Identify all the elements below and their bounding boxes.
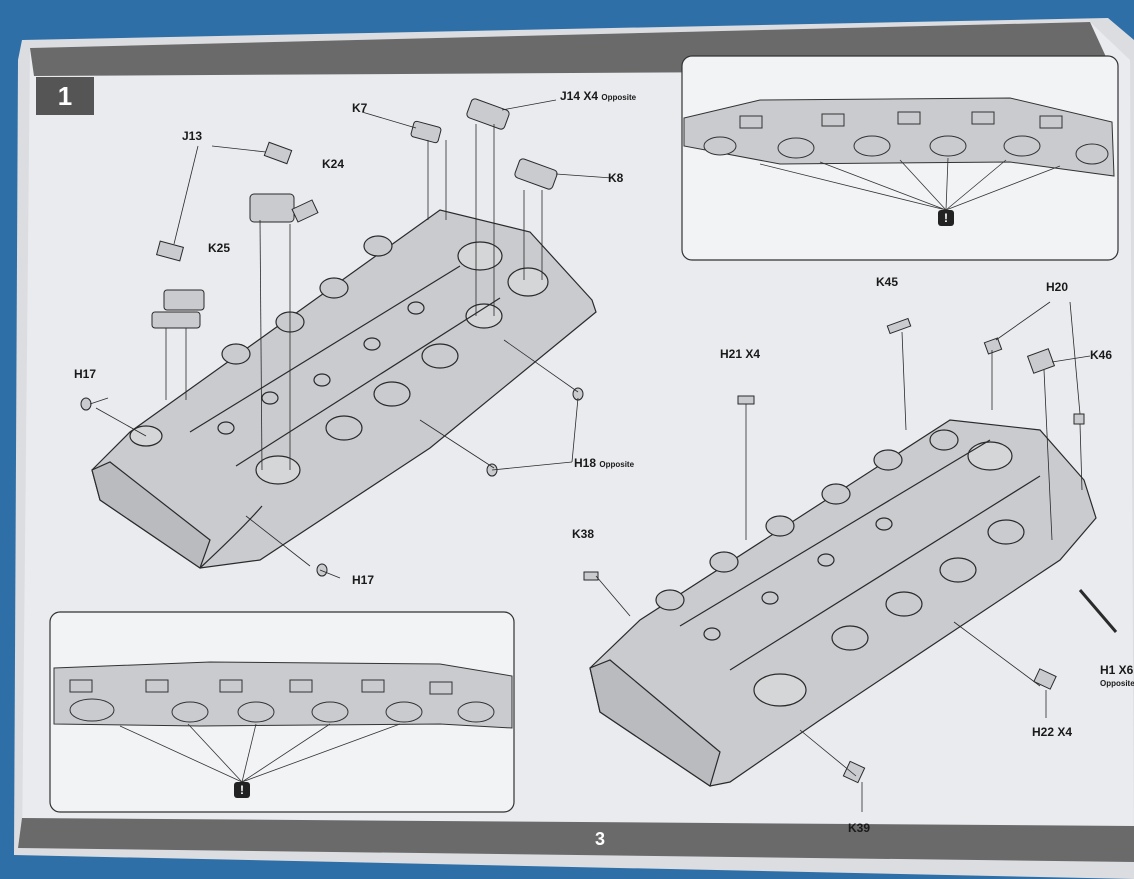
label-h18-text: H18 bbox=[574, 456, 597, 470]
warning-icon-top: ! bbox=[938, 210, 954, 226]
hull-right bbox=[589, 419, 1097, 787]
loose-parts-right bbox=[583, 317, 1118, 784]
label-h18: H18 Opposite bbox=[574, 457, 634, 469]
label-j13: J13 bbox=[182, 129, 203, 143]
label-h17-bottom: H17 bbox=[352, 573, 375, 587]
page-number: 3 bbox=[594, 829, 605, 849]
label-j14-note: Opposite bbox=[601, 93, 637, 102]
label-k39: K39 bbox=[848, 821, 871, 835]
bottom-band bbox=[18, 818, 1134, 862]
leader-lines-left bbox=[89, 99, 613, 579]
label-h17-left: H17 bbox=[74, 367, 97, 381]
label-k24: K24 bbox=[322, 157, 345, 171]
label-h21: H21 X4 bbox=[720, 347, 761, 361]
label-h22: H22 X4 bbox=[1032, 725, 1073, 739]
label-k45: K45 bbox=[876, 275, 899, 289]
label-h20: H20 bbox=[1046, 280, 1069, 294]
label-k7: K7 bbox=[352, 101, 368, 115]
detail-hull-bottom-left bbox=[53, 661, 513, 729]
label-h1-text: H1 X6 bbox=[1100, 663, 1134, 677]
label-j14: J14 X4 Opposite bbox=[560, 90, 636, 102]
label-h1-note: Opposite bbox=[1100, 679, 1134, 688]
warning-icon-bottom: ! bbox=[234, 782, 250, 798]
detail-leader-lines-top bbox=[759, 157, 1061, 211]
leader-lines-right bbox=[595, 301, 1091, 812]
detail-leader-lines-bottom bbox=[119, 723, 401, 783]
label-k46: K46 bbox=[1090, 348, 1113, 362]
hull-left bbox=[91, 209, 597, 569]
label-k8: K8 bbox=[608, 171, 624, 185]
label-h18-note: Opposite bbox=[599, 460, 635, 469]
label-j14-text: J14 X4 bbox=[560, 89, 599, 103]
label-k38: K38 bbox=[572, 527, 595, 541]
step-number-badge: 1 bbox=[36, 77, 94, 115]
detail-hull-top-right bbox=[683, 97, 1115, 177]
label-k25: K25 bbox=[208, 241, 231, 255]
label-h1: H1 X6 Opposite bbox=[1100, 664, 1134, 688]
